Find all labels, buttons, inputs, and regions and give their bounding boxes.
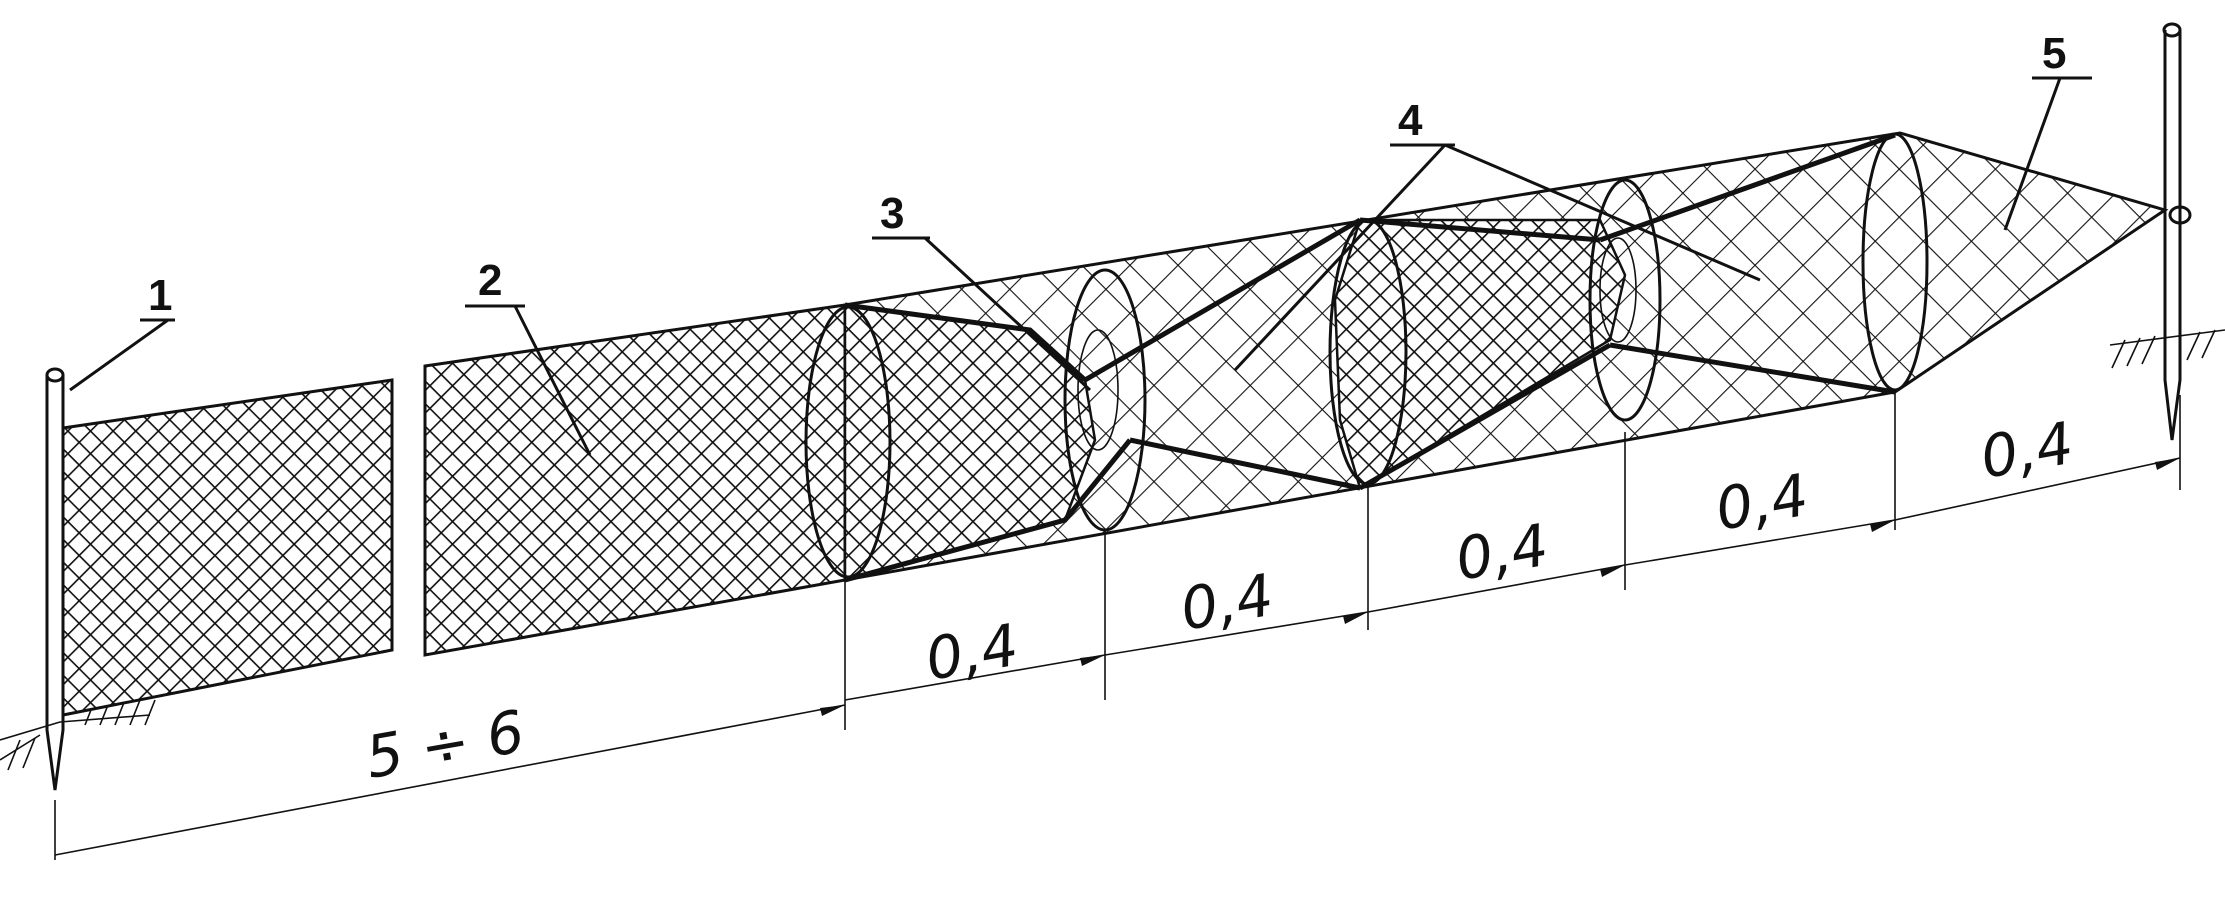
callout-3-label: 3: [880, 189, 904, 238]
callout-2: 2: [465, 256, 592, 456]
callout-1: 1: [69, 271, 175, 392]
wing-panel-left: [61, 378, 394, 717]
dim-section-2: 0,4: [1176, 561, 1279, 644]
dim-section-1: 0,4: [921, 611, 1024, 694]
right-stake: [2162, 22, 2192, 441]
dim-front-length: 5 ÷ 6: [361, 697, 530, 792]
dimension-lines: [54, 392, 2181, 860]
funnel-lines: [844, 132, 1896, 583]
callout-4: 4: [1233, 96, 1761, 372]
callout-1-label: 1: [148, 271, 172, 320]
callout-5: 5: [2003, 29, 2092, 231]
callout-2-label: 2: [478, 256, 502, 305]
ground-left: [0, 699, 156, 771]
ground-right: [2109, 329, 2225, 369]
dim-section-3: 0,4: [1451, 511, 1554, 594]
dim-section-4: 0,4: [1711, 461, 1814, 544]
dim-section-5: 0,4: [1976, 409, 2079, 492]
callout-5-label: 5: [2042, 29, 2066, 78]
callout-4-label: 4: [1398, 96, 1423, 145]
wing-panel-right: [423, 303, 847, 657]
left-stake: [45, 367, 65, 791]
callout-3: 3: [872, 189, 1092, 392]
